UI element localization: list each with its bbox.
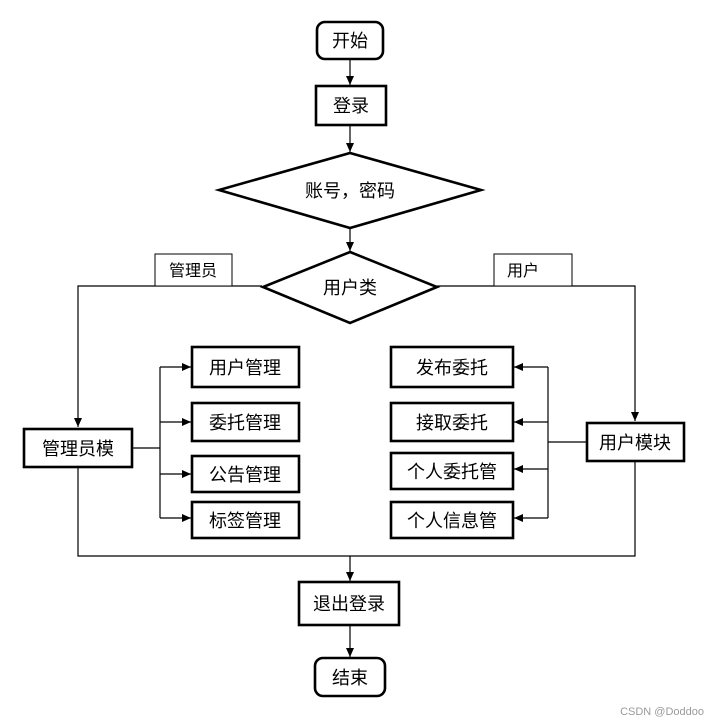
user-function-4: 个人信息管	[389, 500, 515, 540]
user-function-2: 接取委托	[389, 401, 515, 443]
admin-module-shape	[22, 427, 134, 469]
user-function-2-shape	[389, 401, 515, 443]
end-node-shape	[313, 656, 387, 698]
login-node-label: 登录	[333, 96, 369, 117]
credentials-decision: 账号，密码	[214, 151, 486, 230]
admin-branch-label: 管理员	[154, 253, 233, 287]
user-type-decision-shape	[259, 250, 441, 325]
user-function-3: 个人委托管	[389, 451, 515, 491]
credentials-decision-shape	[214, 151, 486, 230]
user-function-1-shape	[389, 345, 515, 389]
end-node: 结束	[313, 656, 387, 698]
login-node: 登录	[314, 84, 388, 127]
admin-function-1: 用户管理	[190, 345, 301, 389]
user-function-1-label: 发布委托	[416, 358, 488, 379]
user-function-1: 发布委托	[389, 345, 515, 389]
admin-function-3: 公告管理	[190, 454, 301, 494]
admin-branch-label-text: 管理员	[169, 261, 217, 280]
watermark-text: CSDN @Doddoo	[620, 706, 704, 718]
logout-node: 退出登录	[297, 580, 401, 627]
admin-branch-label-box	[154, 253, 233, 287]
login-node-shape	[314, 84, 388, 127]
user-type-decision-label: 用户类	[323, 278, 377, 299]
admin-function-3-shape	[190, 454, 301, 494]
merge-line	[77, 462, 636, 557]
admin-function-2-shape	[190, 401, 301, 443]
logout-node-label: 退出登录	[313, 594, 385, 615]
admin-function-2: 委托管理	[190, 401, 301, 443]
admin-function-2-label: 委托管理	[209, 413, 281, 434]
user-module-label: 用户模块	[599, 433, 671, 454]
admin-module-node: 管理员模	[22, 427, 134, 469]
admin-module-label: 管理员模	[42, 439, 114, 460]
admin-function-4: 标签管理	[190, 500, 301, 540]
admin-function-1-label: 用户管理	[209, 358, 281, 379]
credentials-decision-label: 账号，密码	[305, 181, 395, 202]
connectors	[74, 59, 639, 657]
user-function-3-shape	[389, 451, 515, 491]
admin-function-4-label: 标签管理	[209, 511, 281, 532]
user-function-4-label: 个人信息管	[407, 511, 497, 532]
user-function-3-label: 个人委托管	[407, 462, 497, 483]
start-node-shape	[315, 20, 385, 61]
admin-function-1-shape	[190, 345, 301, 389]
end-node-label: 结束	[332, 668, 368, 689]
user-branch-label-text: 用户	[507, 261, 539, 280]
user-module-shape	[585, 421, 686, 463]
user-type-decision: 用户类	[259, 250, 441, 325]
start-node-label: 开始	[332, 31, 368, 52]
admin-function-3-label: 公告管理	[209, 465, 281, 486]
user-module-node: 用户模块	[585, 421, 686, 463]
user-function-2-label: 接取委托	[416, 413, 488, 434]
logout-node-shape	[297, 580, 401, 627]
user-branch-label: 用户	[493, 253, 573, 287]
user-function-4-shape	[389, 500, 515, 540]
user-branch-label-box	[493, 253, 573, 287]
admin-function-4-shape	[190, 500, 301, 540]
start-node: 开始	[315, 20, 385, 61]
